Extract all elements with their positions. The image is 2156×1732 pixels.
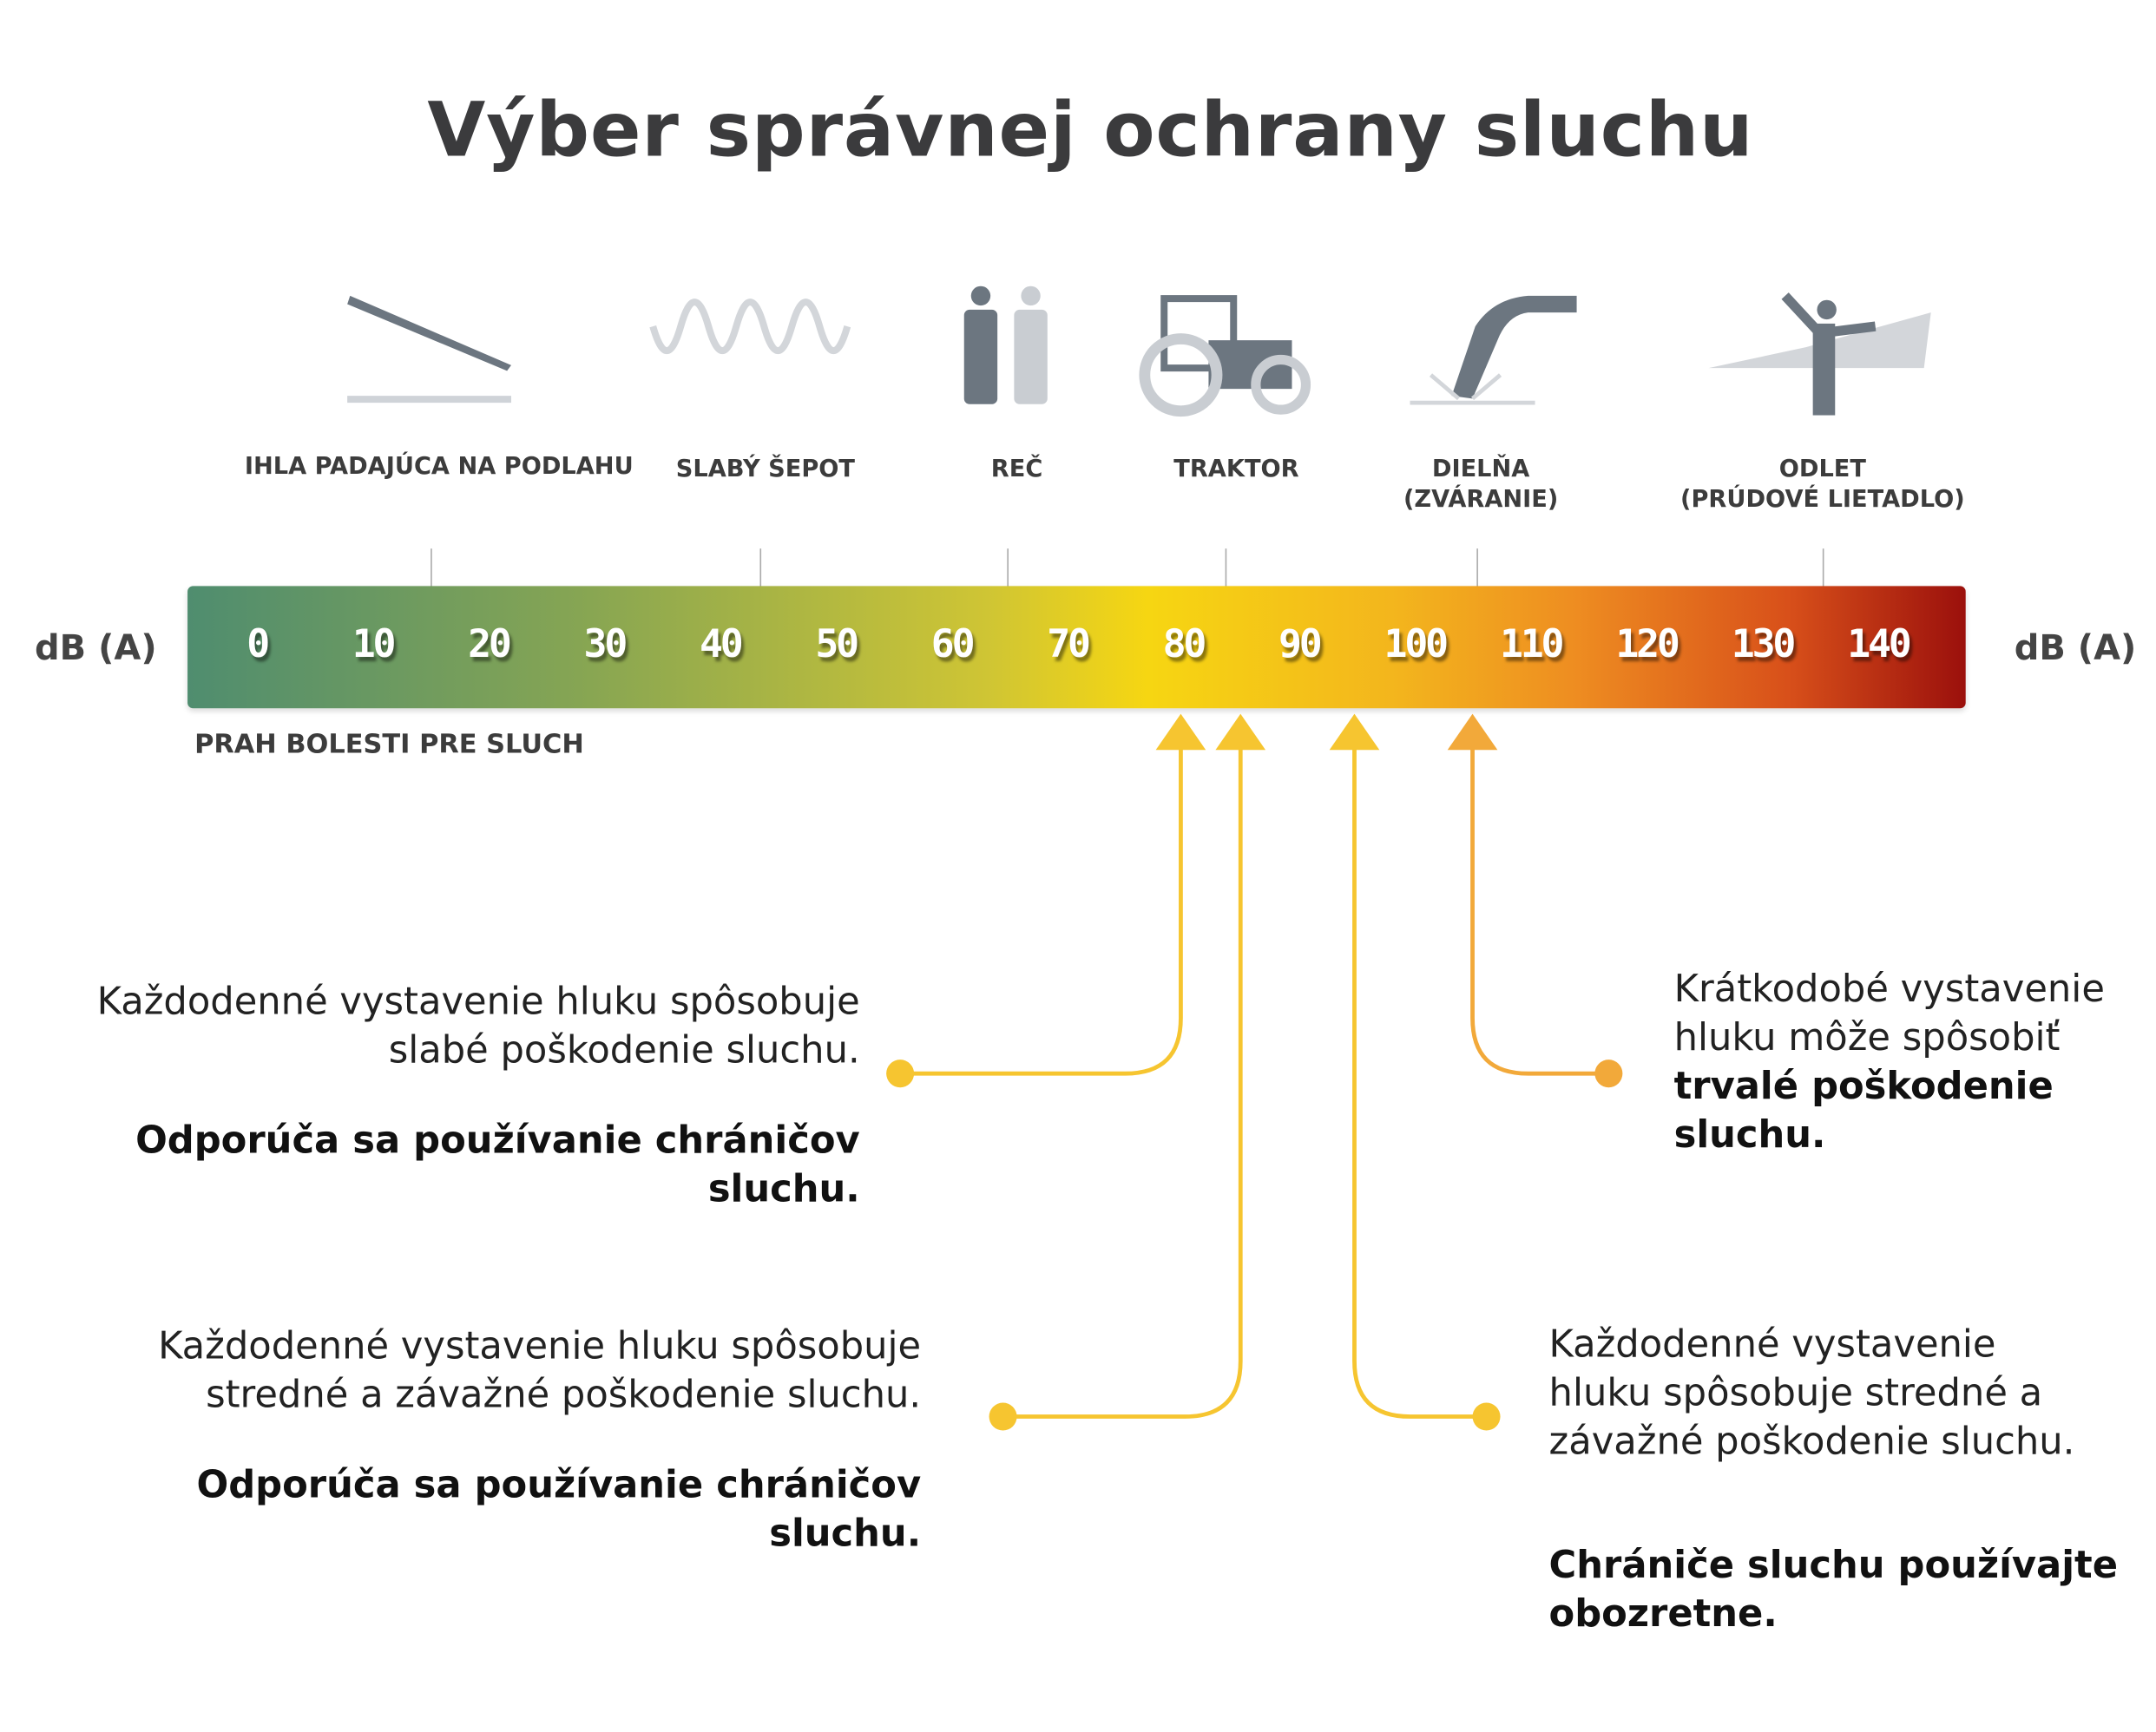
note-recommendation: Odporúča sa používanie chráničov sluchu. bbox=[135, 1119, 860, 1211]
arrow-line-105 bbox=[1470, 736, 1609, 1076]
dot-icon bbox=[886, 1060, 915, 1088]
icons-row bbox=[347, 285, 1931, 417]
arrow-head-icon bbox=[1447, 713, 1498, 751]
note-line: Každodenné vystavenie hluku spôsobuje bbox=[158, 1324, 922, 1368]
tick-line bbox=[1476, 548, 1478, 588]
scale-value: 130 bbox=[1731, 620, 1797, 667]
note-105db: Krátkodobé vystavenie hluku môže spôsobi… bbox=[1674, 965, 2146, 1159]
decibel-scale-bar bbox=[187, 586, 1966, 709]
scale-value: 40 bbox=[699, 620, 744, 667]
note-line: Každodenné vystavenie hluku spôsobuje bbox=[96, 980, 860, 1024]
note-warning: trvalé poškodenie bbox=[1673, 1065, 2054, 1109]
source-label-needle: IHLA PADAJÚCA NA PODLAHU bbox=[244, 452, 634, 481]
arrow-line-80 bbox=[900, 736, 1183, 1076]
scale-value: 120 bbox=[1615, 620, 1680, 667]
pain-threshold-label: PRAH BOLESTI PRE SLUCH bbox=[194, 729, 584, 760]
needle-icon bbox=[347, 295, 511, 403]
note-80db: Každodenné vystavenie hluku spôsobuje sl… bbox=[0, 978, 860, 1214]
arrow-line-95 bbox=[1352, 736, 1487, 1419]
scale-value: 80 bbox=[1162, 620, 1207, 667]
label-line: DIELŇA bbox=[1431, 455, 1530, 483]
source-label-jet: ODLET (PRÚDOVÉ LIETADLO) bbox=[1680, 454, 1965, 515]
scale-value: 90 bbox=[1278, 620, 1323, 667]
dot-icon bbox=[989, 1402, 1017, 1431]
scale-value: 100 bbox=[1384, 620, 1449, 667]
scale-value: 110 bbox=[1499, 620, 1565, 667]
arrow-line-85 bbox=[1002, 736, 1243, 1419]
note-line: stredné a závažné poškodenie sluchu. bbox=[206, 1373, 922, 1417]
arrow-head-icon bbox=[1155, 713, 1206, 751]
note-line: hluku môže spôsobiť bbox=[1673, 1016, 2061, 1060]
scale-value: 10 bbox=[352, 620, 397, 667]
note-85db: Každodenné vystavenie hluku spôsobuje st… bbox=[32, 1322, 921, 1558]
scale-value: 60 bbox=[930, 620, 976, 667]
jet-takeoff-icon bbox=[1708, 292, 1931, 416]
source-label-speech: REČ bbox=[990, 455, 1043, 483]
tick-line bbox=[759, 548, 762, 588]
label-line: ODLET bbox=[1778, 455, 1866, 483]
page-title: Výber správnej ochrany sluchu bbox=[427, 86, 1754, 174]
note-line: Každodenné vystavenie bbox=[1548, 1323, 1996, 1367]
scale-value: 140 bbox=[1847, 620, 1912, 667]
scale-value: 20 bbox=[468, 620, 512, 667]
note-warning: sluchu. bbox=[1673, 1113, 1826, 1158]
note-95db: Každodenné vystavenie hluku spôsobuje st… bbox=[1549, 1321, 2146, 1639]
tick-line bbox=[1225, 548, 1227, 588]
scale-value: 30 bbox=[583, 620, 628, 667]
scale-value: 50 bbox=[815, 620, 859, 667]
scale-value: 0 bbox=[246, 620, 270, 667]
note-recommendation: obozretne. bbox=[1548, 1592, 1778, 1637]
tick-line bbox=[1007, 548, 1009, 588]
unit-label-right: dB (A) bbox=[2014, 627, 2137, 668]
arrow-head-icon bbox=[1329, 713, 1380, 751]
tractor-icon bbox=[1139, 295, 1311, 417]
unit-label-left: dB (A) bbox=[35, 627, 157, 668]
scale-value: 70 bbox=[1047, 620, 1091, 667]
arrow-head-icon bbox=[1215, 713, 1266, 751]
source-label-tractor: TRAKTOR bbox=[1173, 455, 1299, 483]
people-icon bbox=[963, 285, 1048, 404]
sound-wave-icon bbox=[649, 299, 851, 355]
note-recommendation: Odporúča sa používanie chráničov sluchu. bbox=[196, 1463, 922, 1556]
note-recommendation: Chrániče sluchu používajte bbox=[1548, 1544, 2119, 1588]
tick-line bbox=[431, 548, 432, 588]
note-line: závažné poškodenie sluchu. bbox=[1548, 1420, 2075, 1464]
note-line: hluku spôsobuje stredné a bbox=[1548, 1372, 2043, 1415]
dot-icon bbox=[1472, 1402, 1501, 1431]
label-line: (ZVÁRANIE) bbox=[1403, 486, 1559, 515]
source-label-workshop: DIELŇA (ZVÁRANIE) bbox=[1403, 454, 1558, 515]
dot-icon bbox=[1594, 1060, 1623, 1088]
source-label-whisper: SLABÝ ŠEPOT bbox=[675, 455, 855, 483]
note-line: Krátkodobé vystavenie bbox=[1673, 968, 2105, 1012]
welding-icon bbox=[1410, 295, 1577, 405]
tick-line bbox=[1822, 548, 1824, 588]
note-line: slabé poškodenie sluchu. bbox=[388, 1028, 860, 1073]
label-line: (PRÚDOVÉ LIETADLO) bbox=[1680, 486, 1965, 515]
